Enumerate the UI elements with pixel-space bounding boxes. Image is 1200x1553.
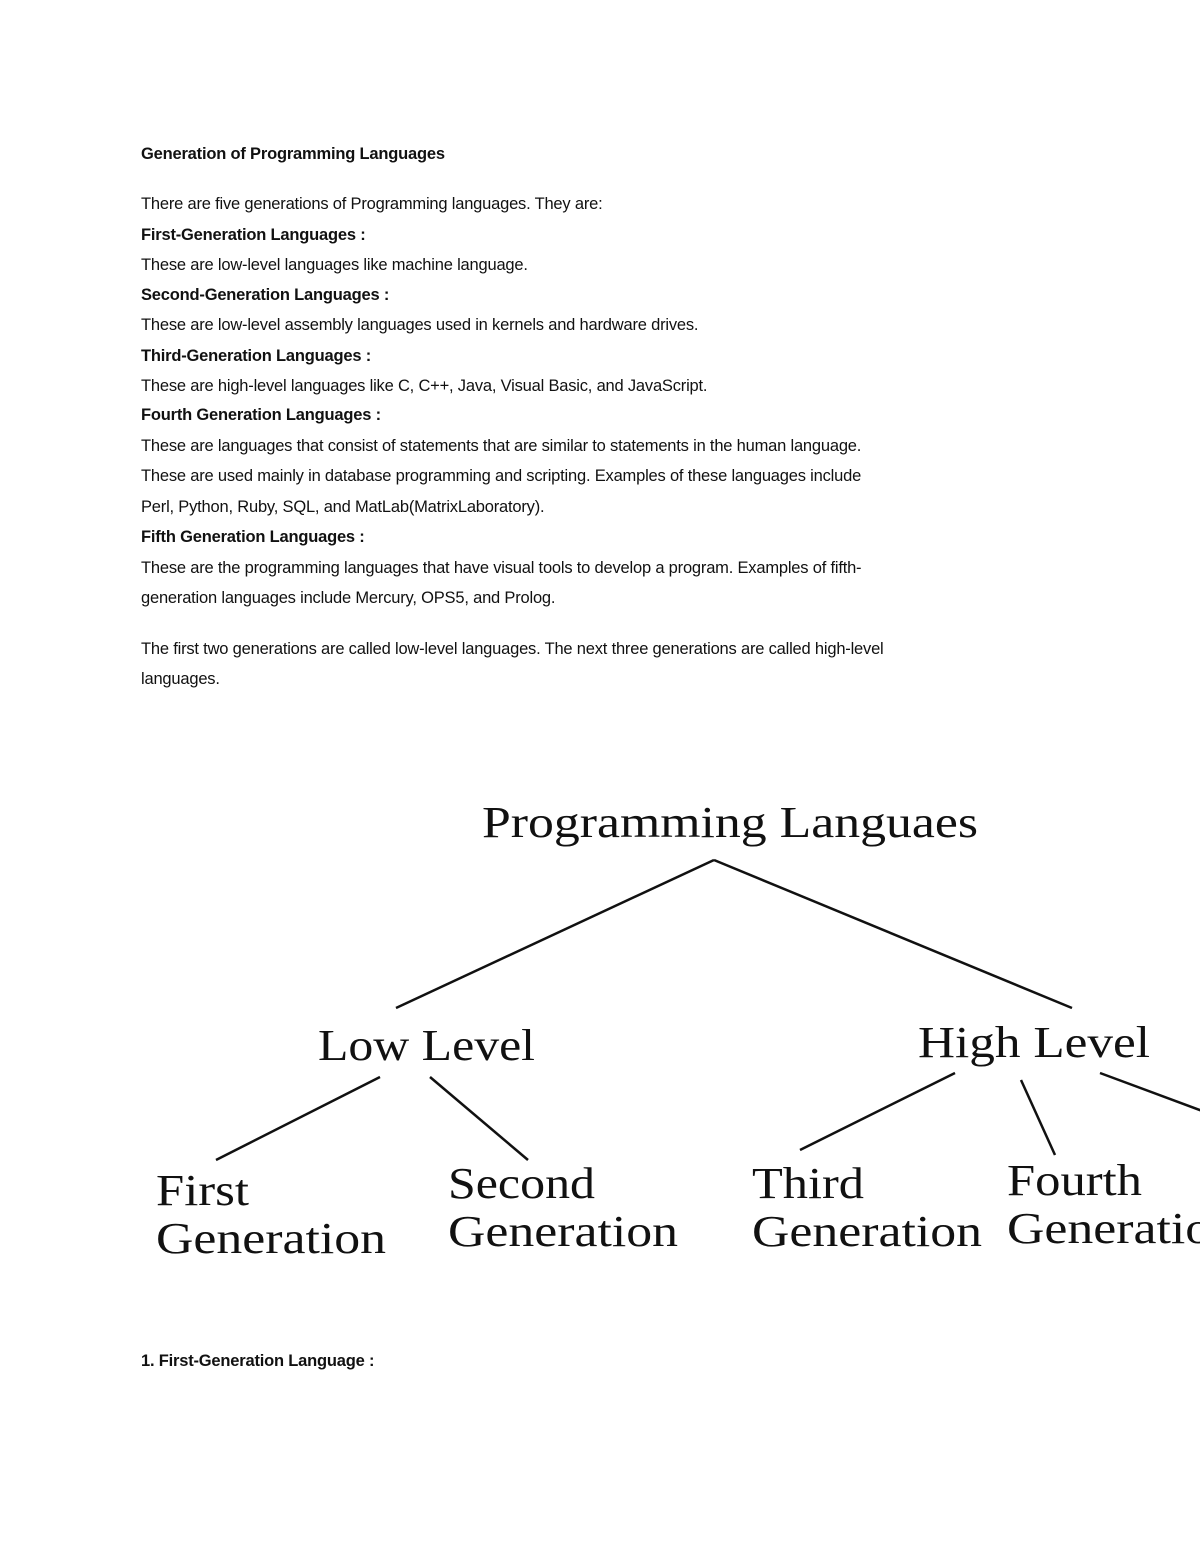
section-heading-third: Third-Generation Languages : (141, 347, 372, 365)
node-low-level: Low Level (318, 1021, 535, 1070)
edge-high-third (799, 1071, 956, 1152)
intro-text: There are five generations of Programmin… (141, 195, 603, 213)
section-heading-fifth: Fifth Generation Languages : (141, 528, 365, 546)
section-heading-first: First-Generation Languages : (141, 226, 366, 244)
section-text: These are low-level assembly languages u… (141, 316, 699, 334)
section-text: generation languages include Mercury, OP… (141, 589, 556, 607)
edge-high-fifth (1099, 1071, 1200, 1112)
node-second-label: Second (448, 1159, 595, 1208)
section-text: Perl, Python, Ruby, SQL, and MatLab(Matr… (141, 498, 545, 516)
edge-low-second (429, 1076, 529, 1161)
node-first-label: Generation (156, 1214, 386, 1263)
section-text: These are high-level languages like C, C… (141, 377, 708, 395)
node-root: Programming Languaes (482, 798, 978, 847)
summary-text: The first two generations are called low… (141, 640, 884, 658)
section-heading-second: Second-Generation Languages : (141, 286, 390, 304)
next-heading-text: 1. First-Generation Language : (141, 1352, 375, 1370)
section-text: These are the programming languages that… (141, 559, 862, 577)
edge-high-fourth (1019, 1079, 1057, 1156)
node-fourth-label: Fourth (1007, 1156, 1142, 1205)
section-text: These are low-level languages like machi… (141, 256, 528, 274)
section-text: These are used mainly in database progra… (141, 467, 862, 485)
node-third-label: Generation (752, 1207, 982, 1256)
edge-low-first (215, 1075, 381, 1162)
summary-text: languages. (141, 670, 220, 688)
node-second-label: Generation (448, 1207, 678, 1256)
edge-root-low (395, 858, 715, 1010)
next-section-heading: 1. First-Generation Language : (141, 1352, 374, 1371)
node-first-label: First (156, 1166, 249, 1215)
section-heading-fourth: Fourth Generation Languages : (141, 406, 381, 424)
node-fourth-label: Generation (1007, 1204, 1200, 1253)
edge-root-high (713, 858, 1073, 1010)
node-high-level: High Level (918, 1018, 1150, 1067)
section-text: These are languages that consist of stat… (141, 437, 862, 455)
page-title: Generation of Programming Languages (141, 145, 445, 163)
node-third-label: Third (752, 1159, 864, 1208)
